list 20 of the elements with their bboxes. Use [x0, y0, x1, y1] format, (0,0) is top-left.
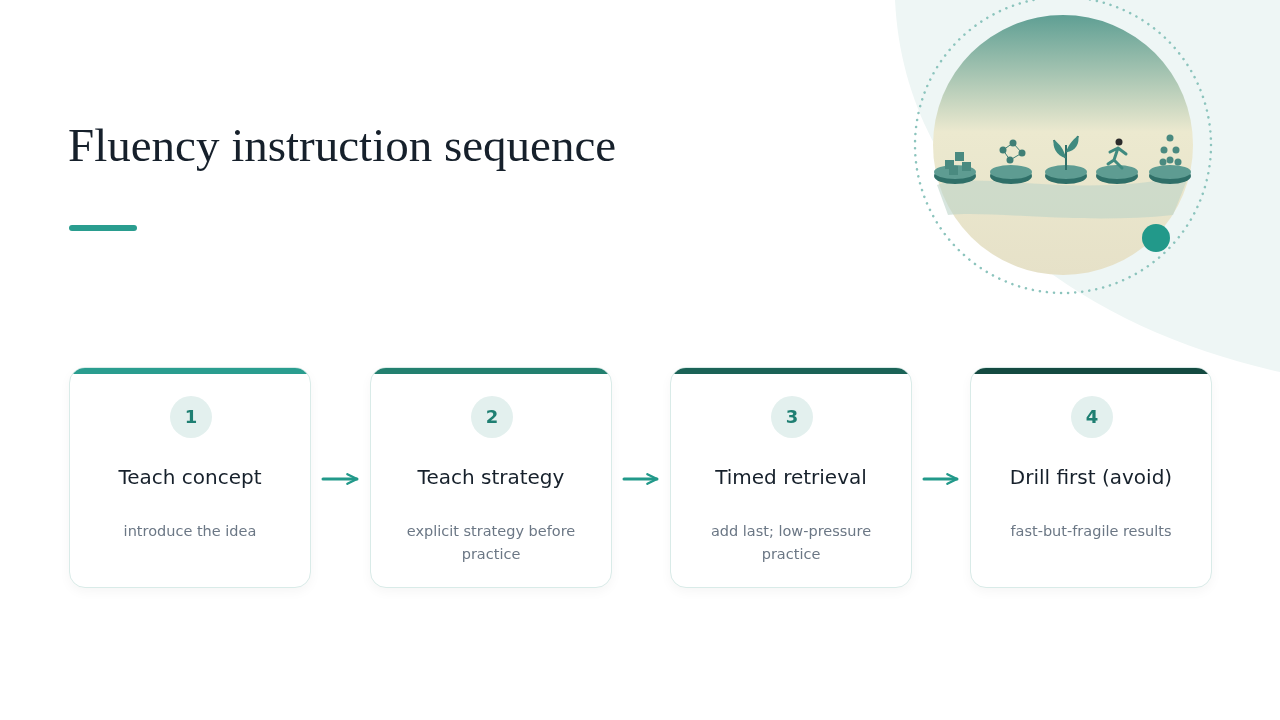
step-title: Teach concept	[117, 465, 263, 489]
step-card	[370, 367, 612, 588]
arrow	[321, 473, 359, 485]
step-title: Drill first (avoid)	[1008, 465, 1174, 489]
step-card	[69, 367, 311, 588]
step-number: 4	[1071, 396, 1113, 438]
step-description: explicit strategy before practice	[405, 522, 577, 564]
slide-title: Fluency instruction sequence	[68, 118, 617, 172]
step-description: add last; low-pressure practice	[709, 522, 873, 564]
arrow	[622, 473, 659, 485]
step-number: 3	[771, 396, 813, 438]
step-title: Timed retrieval	[714, 465, 868, 489]
step-title: Teach strategy	[416, 465, 566, 489]
step-card	[970, 367, 1212, 588]
step-number: 2	[471, 396, 513, 438]
step-description: fast-but-fragile results	[1009, 522, 1173, 541]
step-description: introduce the idea	[122, 522, 258, 541]
step-card	[670, 367, 912, 588]
arrow	[922, 473, 959, 485]
step-number: 1	[170, 396, 212, 438]
